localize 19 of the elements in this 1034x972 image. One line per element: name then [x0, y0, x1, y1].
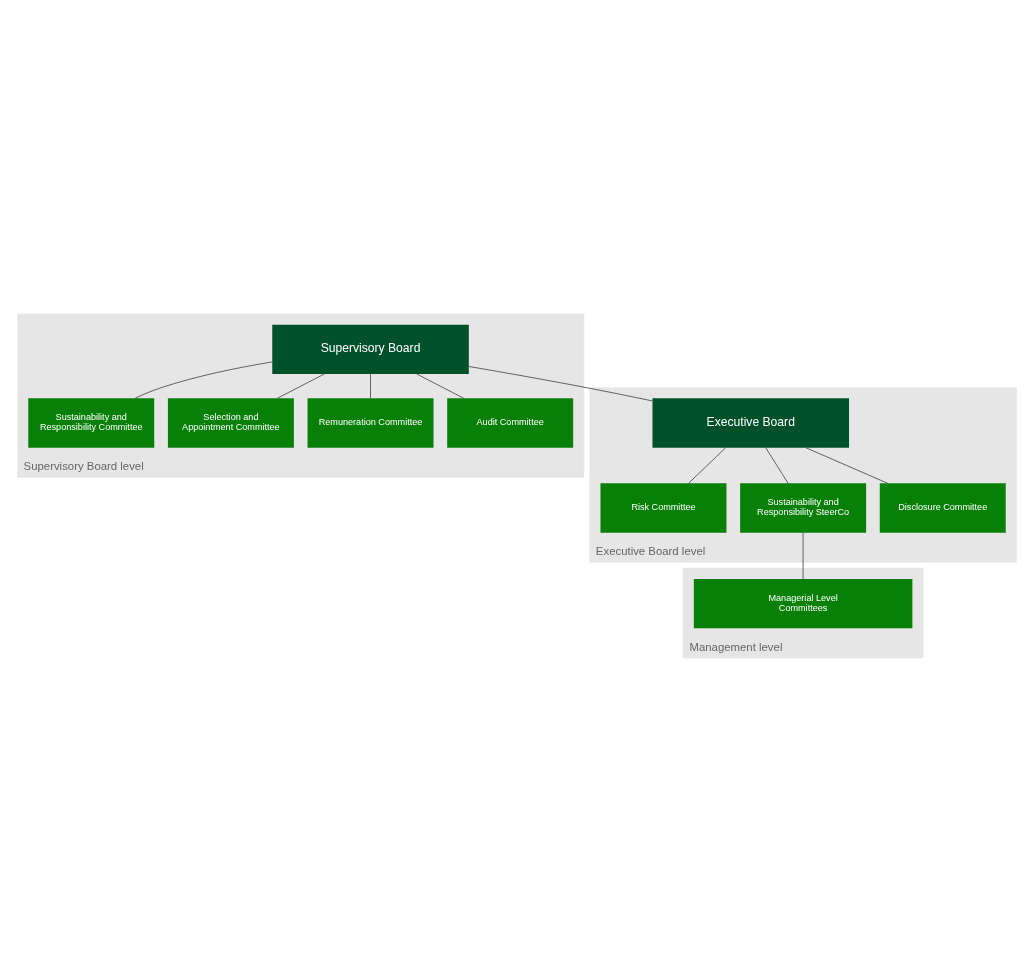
node-box: Disclosure Committee — [879, 483, 1006, 533]
connector — [765, 447, 789, 484]
node-box: Supervisory Board — [272, 324, 469, 375]
connector — [802, 532, 804, 580]
node-box: Audit Committee — [447, 398, 574, 448]
node-box: Selection and Appointment Committee — [167, 398, 294, 448]
connector — [370, 373, 371, 399]
connector — [688, 447, 727, 484]
connector — [805, 447, 889, 484]
node-box: Managerial Level Committees — [693, 578, 913, 629]
connector — [468, 366, 653, 402]
connector — [276, 373, 325, 399]
connector — [416, 373, 465, 399]
node-box: Sustainability and Responsibility Committee — [28, 398, 155, 448]
node-box: Risk Committee — [600, 483, 727, 533]
node-box: Remuneration Committee — [307, 398, 434, 448]
node-box: Sustainability and Responsibility SteerCo — [740, 483, 867, 533]
node-box: Executive Board — [652, 398, 849, 448]
connector — [134, 361, 273, 399]
